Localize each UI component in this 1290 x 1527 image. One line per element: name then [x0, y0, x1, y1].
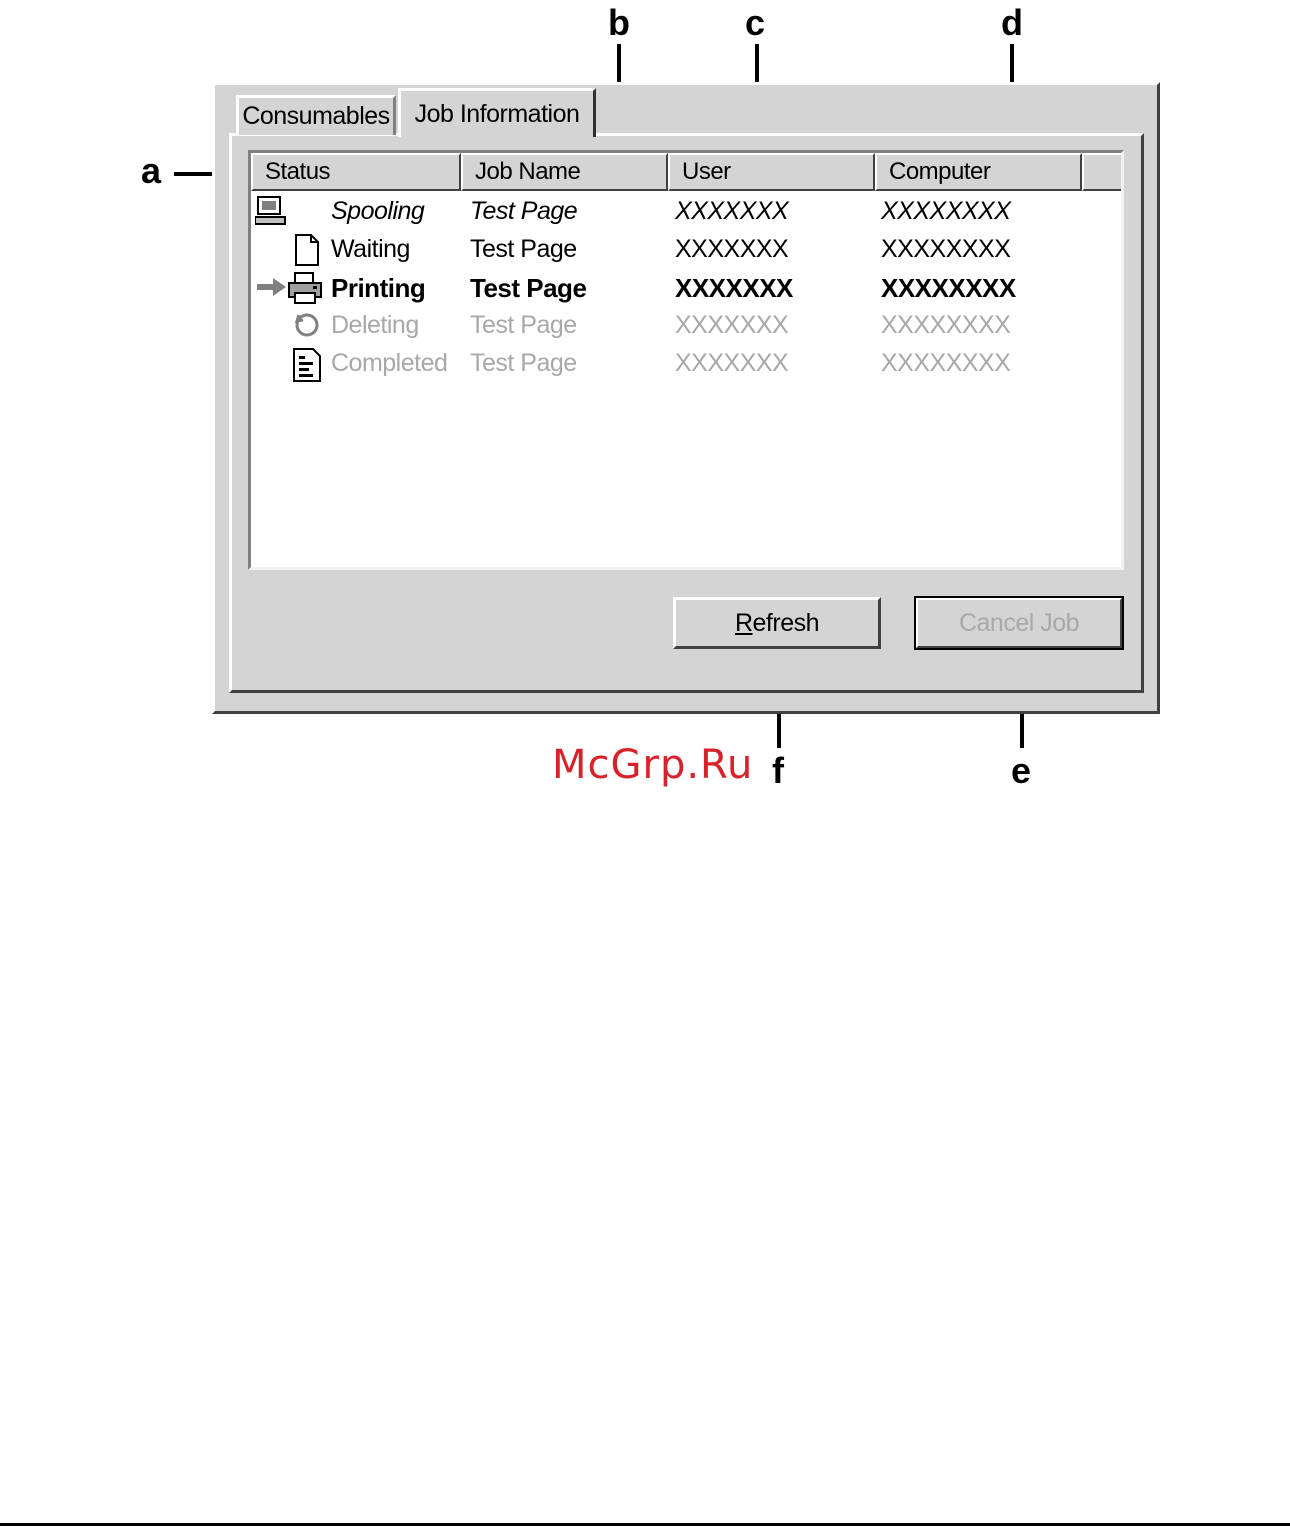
computer-icon — [255, 195, 287, 227]
status-cell: Completed — [331, 349, 447, 378]
status-cell: Printing — [331, 273, 425, 304]
cancel-job-button[interactable]: Cancel Job — [915, 597, 1123, 649]
computer-cell: XXXXXXXX — [881, 235, 1010, 264]
column-header-user[interactable]: User — [668, 153, 875, 191]
user-cell: XXXXXXX — [675, 349, 788, 378]
printer-icon — [287, 271, 323, 305]
user-cell: XXXXXXX — [675, 235, 788, 264]
status-cell: Deleting — [331, 311, 419, 340]
callout-c: c — [745, 2, 765, 44]
job-name-cell: Test Page — [470, 311, 577, 340]
callout-f: f — [772, 750, 784, 792]
user-cell: XXXXXXX — [675, 273, 793, 304]
column-header-computer[interactable]: Computer — [875, 153, 1082, 191]
column-header-filler — [1082, 153, 1124, 191]
computer-cell: XXXXXXXX — [881, 273, 1016, 304]
computer-cell: XXXXXXXX — [881, 197, 1010, 226]
tab-job-information[interactable]: Job Information — [398, 88, 596, 137]
column-header-job-name[interactable]: Job Name — [461, 153, 668, 191]
job-name-cell: Test Page — [470, 349, 577, 378]
status-cell: Spooling — [331, 197, 424, 226]
job-name-cell: Test Page — [470, 235, 577, 264]
tab-consumables[interactable]: Consumables — [236, 95, 396, 135]
refresh-button[interactable]: Refresh — [673, 597, 881, 649]
callout-d: d — [1001, 2, 1023, 44]
callout-e: e — [1011, 750, 1031, 792]
completed-document-icon — [291, 347, 323, 383]
user-cell: XXXXXXX — [675, 197, 788, 226]
status-cell: Waiting — [331, 235, 410, 264]
page-footer-rule — [0, 1523, 1290, 1526]
computer-cell: XXXXXXXX — [881, 349, 1010, 378]
callout-a: a — [141, 150, 161, 192]
user-cell: XXXXXXX — [675, 311, 788, 340]
delete-icon — [293, 311, 323, 341]
job-list[interactable]: Status Job Name User Computer Spooling T… — [248, 150, 1124, 570]
column-header-status[interactable]: Status — [251, 153, 461, 191]
watermark: McGrp.Ru — [552, 742, 753, 788]
job-name-cell: Test Page — [470, 273, 586, 304]
current-job-arrow-icon — [257, 277, 287, 297]
computer-cell: XXXXXXXX — [881, 311, 1010, 340]
callout-b: b — [608, 2, 630, 44]
job-name-cell: Test Page — [470, 197, 577, 226]
document-icon — [293, 233, 321, 267]
